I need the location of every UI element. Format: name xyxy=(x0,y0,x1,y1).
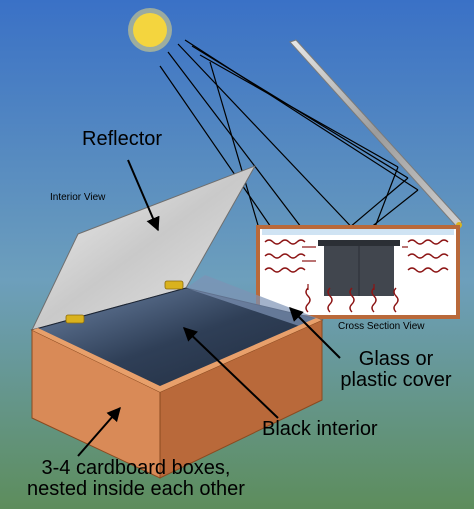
label-pointers xyxy=(77,159,341,457)
sun-rays xyxy=(159,39,419,263)
cardboard-boxes-label: 3-4 cardboard boxes, nested inside each … xyxy=(2,458,270,500)
reflector-label: Reflector xyxy=(82,128,163,150)
cardboard-boxes-label-line1: 3-4 cardboard boxes, xyxy=(41,457,231,479)
glass-cover-label-line2: plastic cover xyxy=(340,369,452,391)
heat-waves xyxy=(264,239,449,313)
sun-icon xyxy=(128,8,172,52)
cross-section-box xyxy=(256,225,460,319)
hinge-right xyxy=(164,280,184,290)
interior-right-wall xyxy=(186,275,322,328)
hinge-left xyxy=(65,314,85,324)
cross-section-view-label: Cross Section View xyxy=(338,321,425,332)
box-rim xyxy=(32,318,322,392)
glass-cover-label-line1: Glass or xyxy=(358,348,434,370)
heat-arrows xyxy=(302,246,408,290)
pot-icon xyxy=(318,240,400,296)
cardboard-boxes-label-line2: nested inside each other xyxy=(27,478,245,500)
glass-cover-label: Glass or plastic cover xyxy=(326,349,466,391)
black-interior-label: Black interior xyxy=(262,418,378,440)
interior-view-label: Interior View xyxy=(50,192,106,203)
